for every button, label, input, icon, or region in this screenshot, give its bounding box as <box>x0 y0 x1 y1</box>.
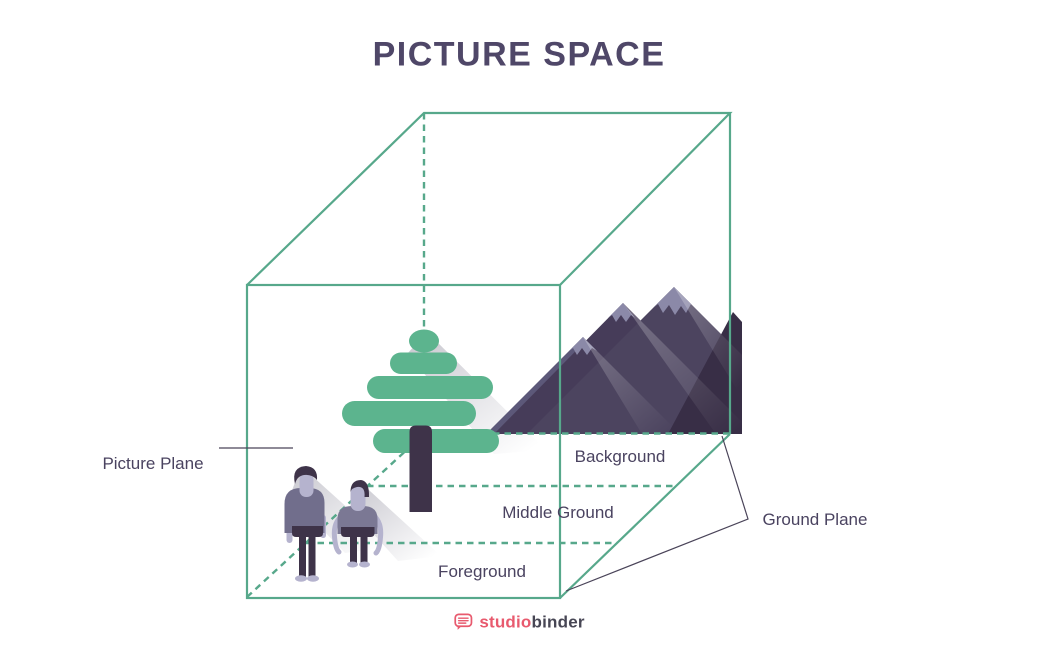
logo-text-studio: studio <box>479 612 532 631</box>
figure-right-hair <box>350 480 370 497</box>
picture-space-box <box>245 111 733 600</box>
box-front-face <box>245 283 562 600</box>
figure-right-foot-right <box>359 561 370 568</box>
page-title: PICTURE SPACE <box>372 35 666 74</box>
mountain-sheen-middle <box>623 303 742 434</box>
label-ground-plane: Ground Plane <box>762 510 868 529</box>
label-foreground: Foreground <box>438 562 526 581</box>
snow-cap-tall <box>653 287 695 315</box>
figure-left-hips <box>292 526 323 537</box>
figure-left-leg <box>299 531 306 578</box>
figure-right-head <box>350 485 366 511</box>
tree-foliage-2 <box>390 352 457 374</box>
figure-left-leg-right <box>308 531 316 578</box>
figure-right-leg <box>350 532 357 564</box>
label-middle-ground: Middle Ground <box>502 503 614 522</box>
figure-left-foot <box>295 575 307 582</box>
figure-right-foot <box>347 561 358 568</box>
figure-right-leg-right <box>360 532 368 564</box>
label-background: Background <box>574 447 666 466</box>
figure-right <box>331 480 384 568</box>
figure-right-hips <box>341 527 375 537</box>
ground-plane-pointer-lines <box>565 435 749 592</box>
snow-cap-left <box>569 337 597 355</box>
tree-illustration <box>342 329 499 512</box>
tree-foliage-4 <box>342 401 476 426</box>
logo-wordmark: studiobinder <box>479 612 584 632</box>
tree-foliage-top <box>409 329 439 353</box>
figure-left <box>284 466 326 582</box>
figure-left-hair <box>294 466 318 484</box>
snow-cap-middle <box>608 303 635 322</box>
mountain-sheen-left <box>583 337 680 434</box>
logo-text-binder: binder <box>531 612 585 631</box>
annotation-pointers <box>219 435 749 592</box>
ground-plane-right-edge <box>559 433 731 599</box>
box-top-face <box>246 111 733 286</box>
mountains-illustration <box>486 287 742 434</box>
tree-foliage-5 <box>373 429 499 453</box>
label-picture-plane: Picture Plane <box>102 454 204 473</box>
figure-left-torso <box>284 488 325 533</box>
tree-trunk <box>409 425 432 512</box>
ground-plane-left-dashed-edge <box>246 433 425 598</box>
figure-left-foot-right <box>307 575 319 582</box>
speech-bubble-icon <box>454 613 473 630</box>
mountain-sheen-tall <box>674 287 742 398</box>
tree-foliage-3 <box>367 376 493 399</box>
figure-right-shadow <box>350 481 441 561</box>
figure-left-head <box>299 473 314 497</box>
studiobinder-logo: studiobinder <box>453 612 584 633</box>
